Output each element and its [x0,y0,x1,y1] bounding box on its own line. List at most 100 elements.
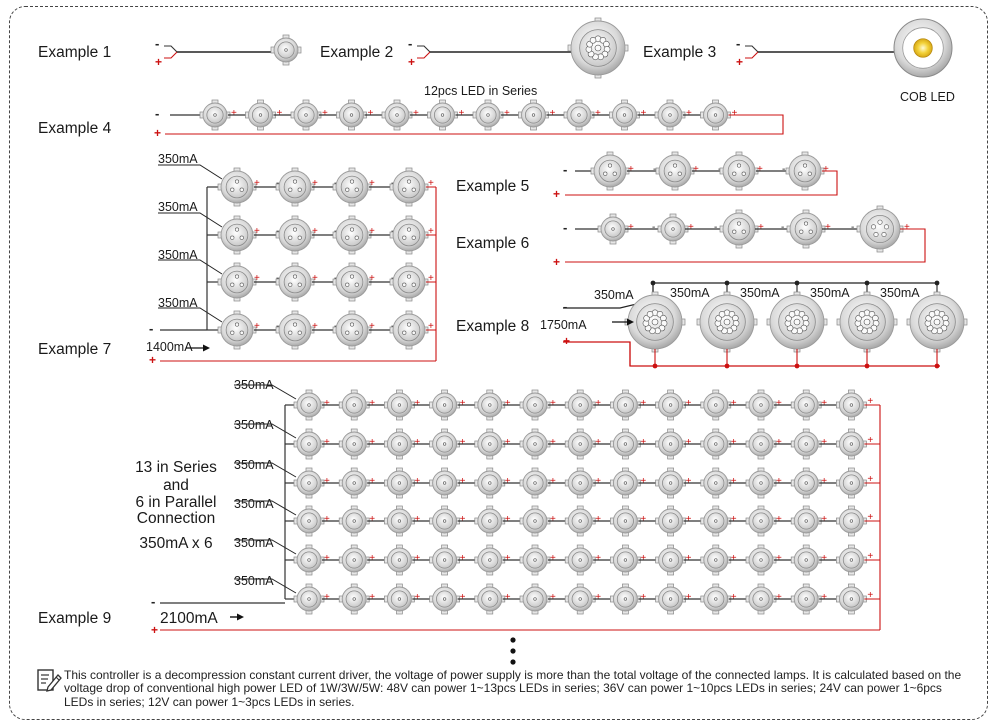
example-9-led [564,389,596,421]
example-7-led [275,167,315,207]
current-leader-line [158,259,223,275]
led-chip [411,187,416,192]
positive-terminal-mark: + [428,226,434,237]
positive-terminal-mark: + [731,398,737,409]
led-chip [307,519,311,523]
example-9-led [293,544,325,576]
positive-terminal-mark: + [505,592,511,603]
example-7-label: Example 7 [38,341,111,358]
led-chip [807,171,812,176]
positive-terminal-mark: + [459,108,465,119]
junction-dot [650,280,656,286]
positive-terminal-mark: + [595,437,601,448]
led-chip [533,403,537,407]
led-chip [349,113,354,117]
example-9-led [564,583,596,615]
positive-terminal-mark: + [867,590,873,601]
led-chip [406,179,412,184]
example-9-led [655,467,686,499]
led-chip [651,318,659,326]
example-9-led [338,467,370,499]
ex9-current-row3: 350mA [234,458,274,472]
led-chip [804,558,808,562]
example-9-led [790,544,822,576]
led-chip [234,227,240,232]
led-chip [804,403,808,407]
example-9-led [519,389,551,421]
example-4-led [700,99,731,131]
positive-terminal-mark: + [821,398,827,409]
positive-terminal-mark: + [369,226,375,237]
positive-terminal-mark: + [821,437,827,448]
example-7-led [275,215,315,255]
led-chip [397,597,402,601]
led-chip [354,282,359,287]
led-chip [345,282,350,287]
led-chip [736,221,742,226]
led-chip [849,558,854,562]
led-chip [623,403,628,407]
example-9-led [700,428,732,460]
led-chip [533,481,537,485]
led-chip [234,322,240,327]
led-lens [283,223,307,247]
positive-terminal-mark: + [312,273,318,284]
negative-terminal-mark: - [782,164,785,175]
positive-terminal-mark: + [369,592,375,603]
led-chip [668,403,673,407]
led-chip [239,235,244,240]
example-9-led [519,467,551,499]
led-chip [858,311,866,318]
led-chip [759,519,763,523]
positive-terminal-mark: + [776,514,782,525]
example-9-led [655,389,686,421]
led-chip [352,597,356,601]
led-chip [793,318,801,326]
led-chip [849,519,854,523]
positive-terminal-mark: + [254,178,260,189]
example-4-led [199,99,231,131]
positive-terminal-mark: + [324,592,330,603]
current-leader-line [234,423,297,439]
note-pencil-icon [37,669,62,692]
led-chip [304,113,308,117]
example-5-label: Example 5 [456,178,529,195]
positive-terminal-mark: + [686,553,692,564]
positive-terminal-mark: + [640,398,646,409]
positive-terminal-mark: + [550,514,556,525]
example-9-led [293,583,325,615]
example-9-led [293,389,325,421]
led-chip [239,187,244,192]
positive-terminal-mark: + [550,476,556,487]
led-chip [352,403,356,407]
led-chip [672,163,678,168]
led-lens [397,175,421,199]
example-9-led [745,467,777,499]
negative-terminal-mark: - [155,106,159,121]
series-return-wire [565,228,926,263]
positive-terminal-mark: + [758,222,764,233]
positive-terminal-mark: + [408,55,415,69]
example-7-led [332,310,372,350]
negative-terminal-mark: - [408,36,412,51]
positive-terminal-mark: + [254,321,260,332]
negative-terminal-mark: - [276,273,279,284]
led-chip [349,227,355,232]
led-chip [352,558,356,562]
example-9-led [564,467,596,499]
example-4-led [518,99,549,131]
example-7-led [217,310,257,350]
led-chip [234,274,240,279]
positive-terminal-mark: + [731,514,737,525]
example-9-led [836,467,867,499]
led-chip [354,235,359,240]
negative-lead [417,45,431,53]
led-chip [646,311,654,318]
example-7-led [332,215,372,255]
parallel-bus-positive [563,341,940,367]
led-chip [213,113,217,117]
led-chip [395,113,399,117]
led-chip [877,219,883,225]
led-chip [607,163,613,168]
led-chip [488,481,492,485]
